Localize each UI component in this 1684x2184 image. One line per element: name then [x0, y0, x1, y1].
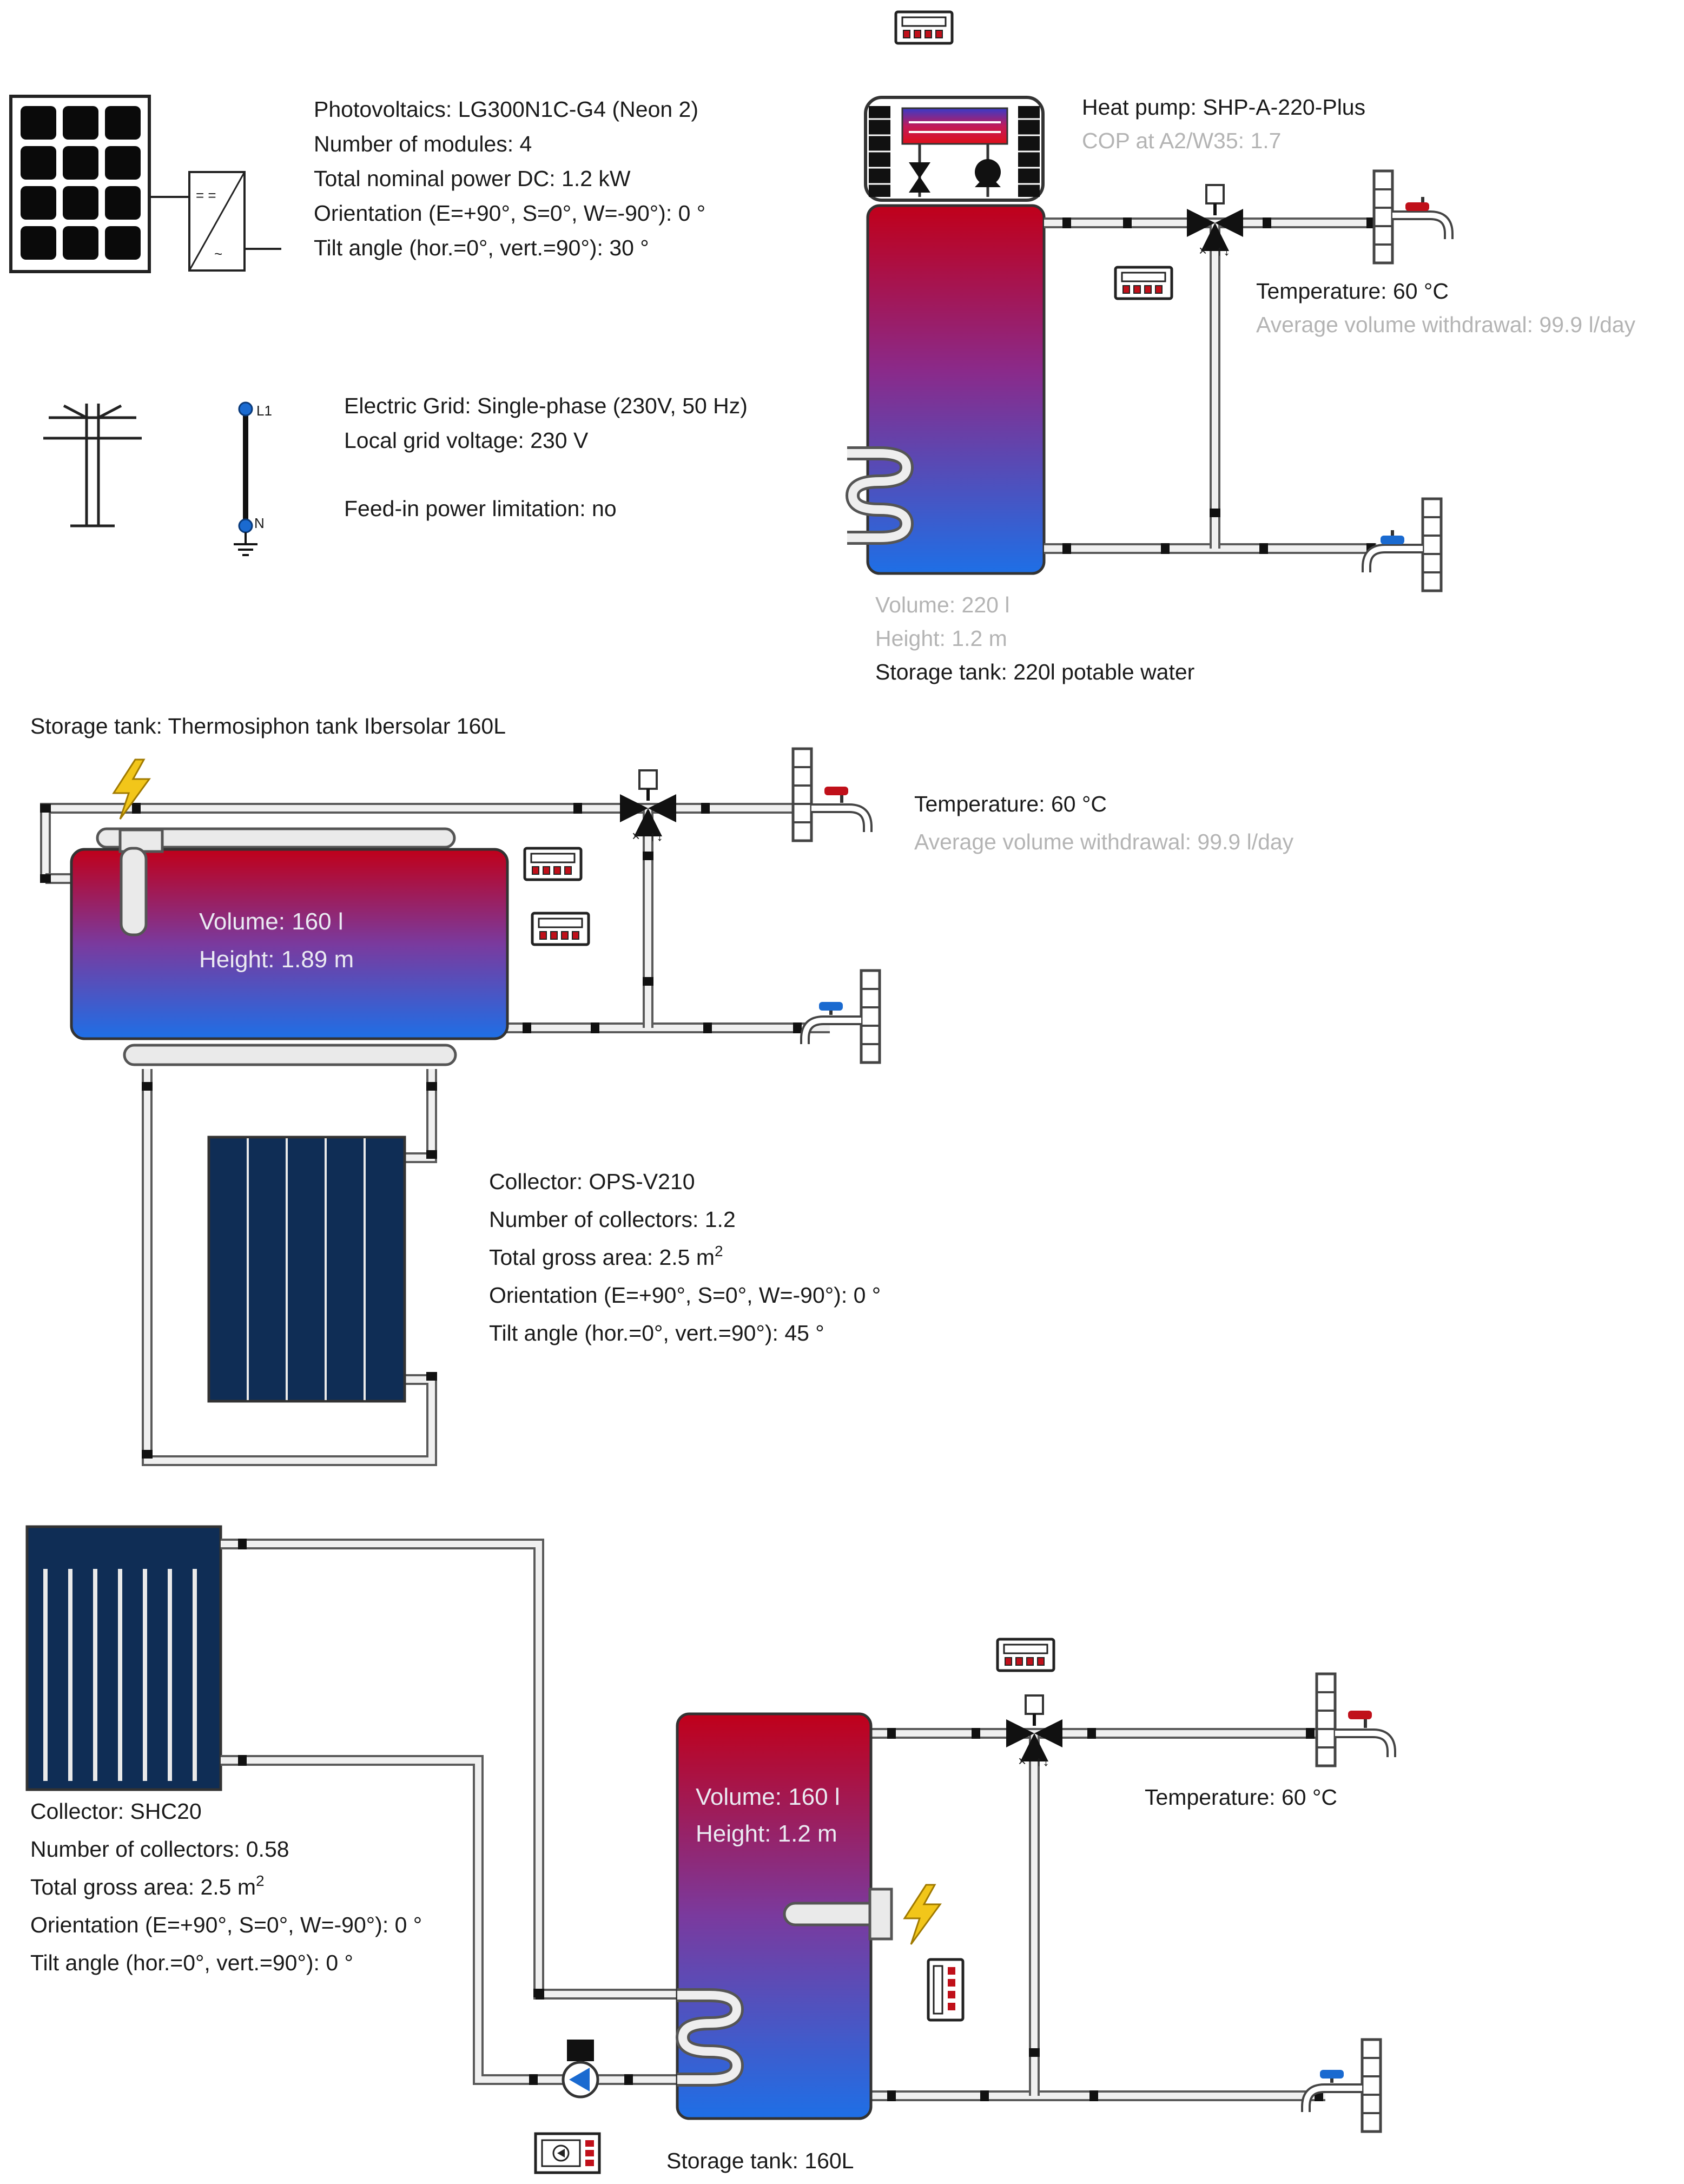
ts-collector-tilt: Tilt angle (hor.=0°, vert.=90°): 45 °: [489, 1321, 824, 1345]
thermosiphon-tank: [70, 827, 509, 1066]
pv-modules: Number of modules: 4: [314, 131, 532, 156]
hp-tank-height: Height: 1.2 m: [875, 626, 1007, 651]
grid-connection-icon: [234, 401, 257, 556]
ts-tank-volume: Volume: 160 l: [199, 908, 344, 935]
controller-icon: [532, 913, 589, 945]
forced-collector-tilt: Tilt angle (hor.=0°, vert.=90°): 0 °: [30, 1950, 353, 1975]
grid-voltage: Local grid voltage: 230 V: [344, 428, 589, 453]
thermosiphon-pipes: [40, 803, 830, 1466]
controller-icon: [1115, 267, 1172, 299]
heat-pump-title: Heat pump: SHP-A-220-Plus: [1082, 95, 1365, 120]
grid-title: Electric Grid: Single-phase (230V, 50 Hz…: [344, 393, 748, 418]
hp-tank-name: Storage tank: 220l potable water: [875, 659, 1194, 684]
controller-icon: [998, 1639, 1054, 1671]
wall-icon: [793, 749, 811, 841]
forced-collector-title: Collector: SHC20: [30, 1799, 202, 1824]
circulation-pump-icon: [562, 2040, 599, 2099]
wall-icon: [1362, 2040, 1381, 2132]
hot-tap-icon: [811, 790, 868, 832]
heat-pump-cop: COP at A2/W35: 1.7: [1082, 128, 1281, 153]
wall-icon: [1423, 499, 1441, 591]
pump-controller-icon: [534, 2132, 601, 2174]
ts-dhw-withdrawal: Average volume withdrawal: 99.9 l/day: [914, 829, 1294, 854]
n-label: N: [254, 515, 265, 531]
l1-label: L1: [256, 403, 272, 419]
hot-valve-handle: [1348, 1711, 1372, 1719]
thermosiphon-collector: [207, 1136, 406, 1403]
pv-module-icon: [9, 95, 151, 273]
pv-power: Total nominal power DC: 1.2 kW: [314, 166, 631, 191]
svg-text:= =: = =: [196, 187, 216, 203]
wall-icon: [861, 971, 880, 1063]
hot-valve-handle: [1405, 202, 1429, 211]
heat-pump-tank: [866, 204, 1046, 575]
heat-pump-pipes: [1044, 217, 1376, 554]
pv-title: Photovoltaics: LG300N1C-G4 (Neon 2): [314, 97, 698, 122]
hp-dhw-temp: Temperature: 60 °C: [1256, 279, 1449, 303]
controller-icon: [927, 1958, 965, 2022]
pv-tilt: Tilt angle (hor.=0°, vert.=90°): 30 °: [314, 235, 649, 260]
forced-tank-volume: Volume: 160 l: [696, 1784, 840, 1810]
controller-icon: [896, 12, 952, 43]
thermosiphon-tank-name: Storage tank: Thermosiphon tank Ibersola…: [30, 714, 506, 738]
hot-valve-handle: [824, 787, 848, 795]
forced-collector-count: Number of collectors: 0.58: [30, 1837, 289, 1862]
cold-valve-handle: [819, 1002, 843, 1011]
hp-tank-volume: Volume: 220 l: [875, 592, 1009, 617]
power-pylon-icon: [43, 404, 142, 527]
forced-tank-name: Storage tank: 160L: [666, 2148, 854, 2173]
forced-dhw-temp: Temperature: 60 °C: [1145, 1785, 1337, 1810]
ts-dhw-temp: Temperature: 60 °C: [914, 791, 1107, 816]
ts-collector-area: Total gross area: 2.5 m2: [489, 1243, 723, 1270]
hp-dhw-withdrawal: Average volume withdrawal: 99.9 l/day: [1256, 312, 1636, 337]
wall-icon: [1317, 1674, 1335, 1766]
ts-collector-orientation: Orientation (E=+90°, S=0°, W=-90°): 0 °: [489, 1283, 881, 1308]
controller-icon: [525, 848, 581, 880]
forced-tank-height: Height: 1.2 m: [696, 1820, 837, 1847]
heat-pump-unit: [864, 96, 1045, 202]
forced-collector: [25, 1525, 222, 1791]
ts-tank-height: Height: 1.89 m: [199, 946, 354, 973]
cold-valve-handle: [1381, 536, 1404, 544]
hot-tap-icon: [1335, 1715, 1391, 1757]
grid-feed-in: Feed-in power limitation: no: [344, 496, 617, 521]
ts-collector-count: Number of collectors: 1.2: [489, 1207, 736, 1232]
ground-icon: [234, 532, 257, 556]
pv-orientation: Orientation (E=+90°, S=0°, W=-90°): 0 °: [314, 201, 705, 226]
forced-collector-area: Total gross area: 2.5 m2: [30, 1872, 265, 1899]
svg-text:~: ~: [214, 246, 222, 262]
inverter-icon: = = ~: [149, 171, 281, 272]
forced-collector-orientation: Orientation (E=+90°, S=0°, W=-90°): 0 °: [30, 1912, 422, 1937]
cold-valve-handle: [1320, 2070, 1344, 2079]
ts-collector-title: Collector: OPS-V210: [489, 1169, 695, 1194]
electric-heater-icon: [903, 1884, 941, 1945]
wall-icon: [1374, 171, 1392, 263]
